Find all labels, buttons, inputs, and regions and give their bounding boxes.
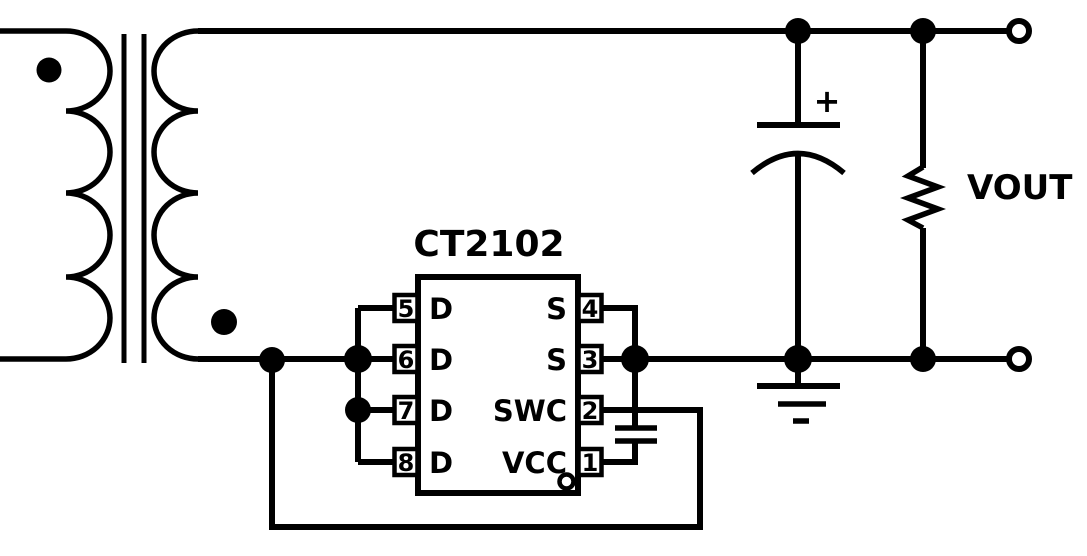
primary-polarity-dot [36,57,62,83]
transformer-secondary-winding [151,28,199,362]
junction-dot-pin3-rail [621,345,649,373]
load-resistor: VOUT [900,31,1073,359]
ic-ct2102: CT2102 5 6 7 8 4 3 2 1 D D D D S S SWC V… [392,224,604,496]
junction-dot-bottom-res [910,346,936,372]
junction-dot-pin7-bus [345,397,371,423]
transformer-primary-winding [0,28,113,362]
pin-number-5: 5 [398,295,415,323]
pin-label-d-7: D [429,394,453,428]
capacitor-plus-label: + [814,82,841,120]
pin-number-4: 4 [582,295,599,323]
pin-label-d-8: D [429,446,453,480]
pin1-indicator-icon [557,472,576,491]
pin-box-1 [576,446,604,478]
drain-bus [355,305,395,465]
pin4-wire [601,305,638,356]
vout-label: VOUT [967,168,1073,208]
pin-number-8: 8 [398,449,415,477]
pin-label-s-3: S [546,343,567,377]
pin-box-7 [392,394,420,426]
junction-dot-pin6-bus [344,345,372,373]
output-terminals [1006,18,1032,372]
pin-number-2: 2 [582,397,599,425]
pin-label-s-4: S [546,292,567,326]
pin-box-4 [576,292,604,324]
pin-label-swc: SWC [493,394,567,428]
resistor-zigzag [900,164,946,231]
output-terminal-negative [1006,346,1032,372]
transformer [0,28,237,363]
ic-title: CT2102 [413,224,564,265]
junction-dots [259,18,936,423]
secondary-polarity-dot [211,309,237,335]
pin-label-d-6: D [429,343,453,377]
pin-number-6: 6 [398,346,415,374]
junction-dot-top-cap [785,18,811,44]
swc-feedback-wire [269,362,703,530]
output-terminal-positive [1006,18,1032,44]
pin-label-vcc: VCC [502,446,567,480]
output-capacitor: + [750,31,846,359]
pin-box-5 [392,292,420,324]
vcc-cap-lower-wire [601,441,638,465]
pin-number-1: 1 [582,449,599,477]
pin-box-6 [392,343,420,375]
ic-body [415,274,581,496]
junction-dot-swc-return [259,347,285,373]
pin-box-8 [392,446,420,478]
pin-label-d-5: D [429,292,453,326]
pin-number-3: 3 [582,346,599,374]
pin-number-7: 7 [398,397,415,425]
pin-box-3 [576,343,604,375]
junction-dot-bottom-cap [784,345,812,373]
pin-box-2 [576,394,604,426]
junction-dot-top-res [910,18,936,44]
source-side-wiring [269,305,703,530]
